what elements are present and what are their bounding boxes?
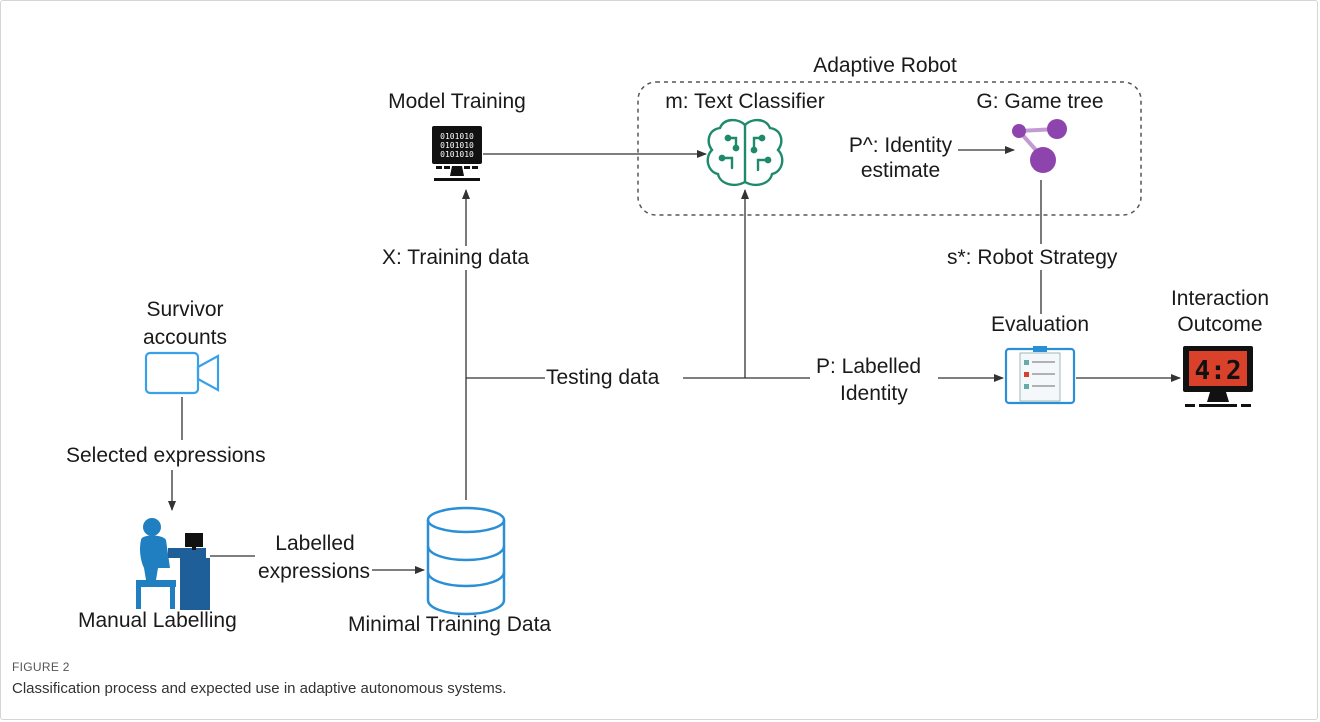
identity-estimate-line1: P^: Identity [848,134,953,157]
labelled-identity-line1: P: Labelled [816,355,922,378]
figure-caption: Classification process and expected use … [12,680,507,697]
svg-text:0101010: 0101010 [440,150,474,159]
adaptive-robot-title: Adaptive Robot [813,54,957,77]
selected-expressions-label: Selected expressions [66,444,266,467]
svg-text:0101010: 0101010 [440,132,474,141]
game-tree-label: G: Game tree [976,90,1104,113]
scoreboard-icon: 4:2 [1183,346,1253,407]
edges [168,146,1181,574]
testing-data-label: Testing data [546,366,660,389]
scoreboard-score: 4:2 [1195,356,1242,386]
model-training-label: Model Training [388,90,526,113]
clipboard-checklist-icon [1004,346,1076,405]
svg-text:0101010: 0101010 [440,141,474,150]
game-tree-icon [1012,119,1067,173]
minimal-training-data-label: Minimal Training Data [348,613,552,636]
monitor-binary-icon: 0101010 0101010 0101010 [432,126,482,181]
manual-labelling-label: Manual Labelling [78,609,237,632]
figure-label: FIGURE 2 [12,660,70,674]
brain-circuit-icon [706,118,784,186]
survivor-accounts-line1: Survivor [146,298,224,321]
database-icon [426,506,506,616]
evaluation-label: Evaluation [990,313,1090,336]
adaptive-robot-group [637,81,1142,216]
labelled-expressions-line2: expressions [258,560,371,583]
identity-estimate-line2: estimate [860,159,941,182]
survivor-accounts-line2: accounts [142,326,228,349]
diagram-canvas: 0101010 0101010 0101010 [136,81,1253,616]
person-at-desk-icon [136,518,210,610]
interaction-outcome-line2: Outcome [1177,313,1263,336]
labelled-expressions-line1: Labelled [275,532,355,555]
labelled-identity-line2: Identity [840,382,908,405]
interaction-outcome-line1: Interaction [1170,287,1270,310]
video-camera-icon [144,351,220,395]
robot-strategy-label: s*: Robot Strategy [945,246,1120,270]
text-classifier-label: m: Text Classifier [665,90,825,113]
training-data-label: X: Training data [380,246,532,270]
